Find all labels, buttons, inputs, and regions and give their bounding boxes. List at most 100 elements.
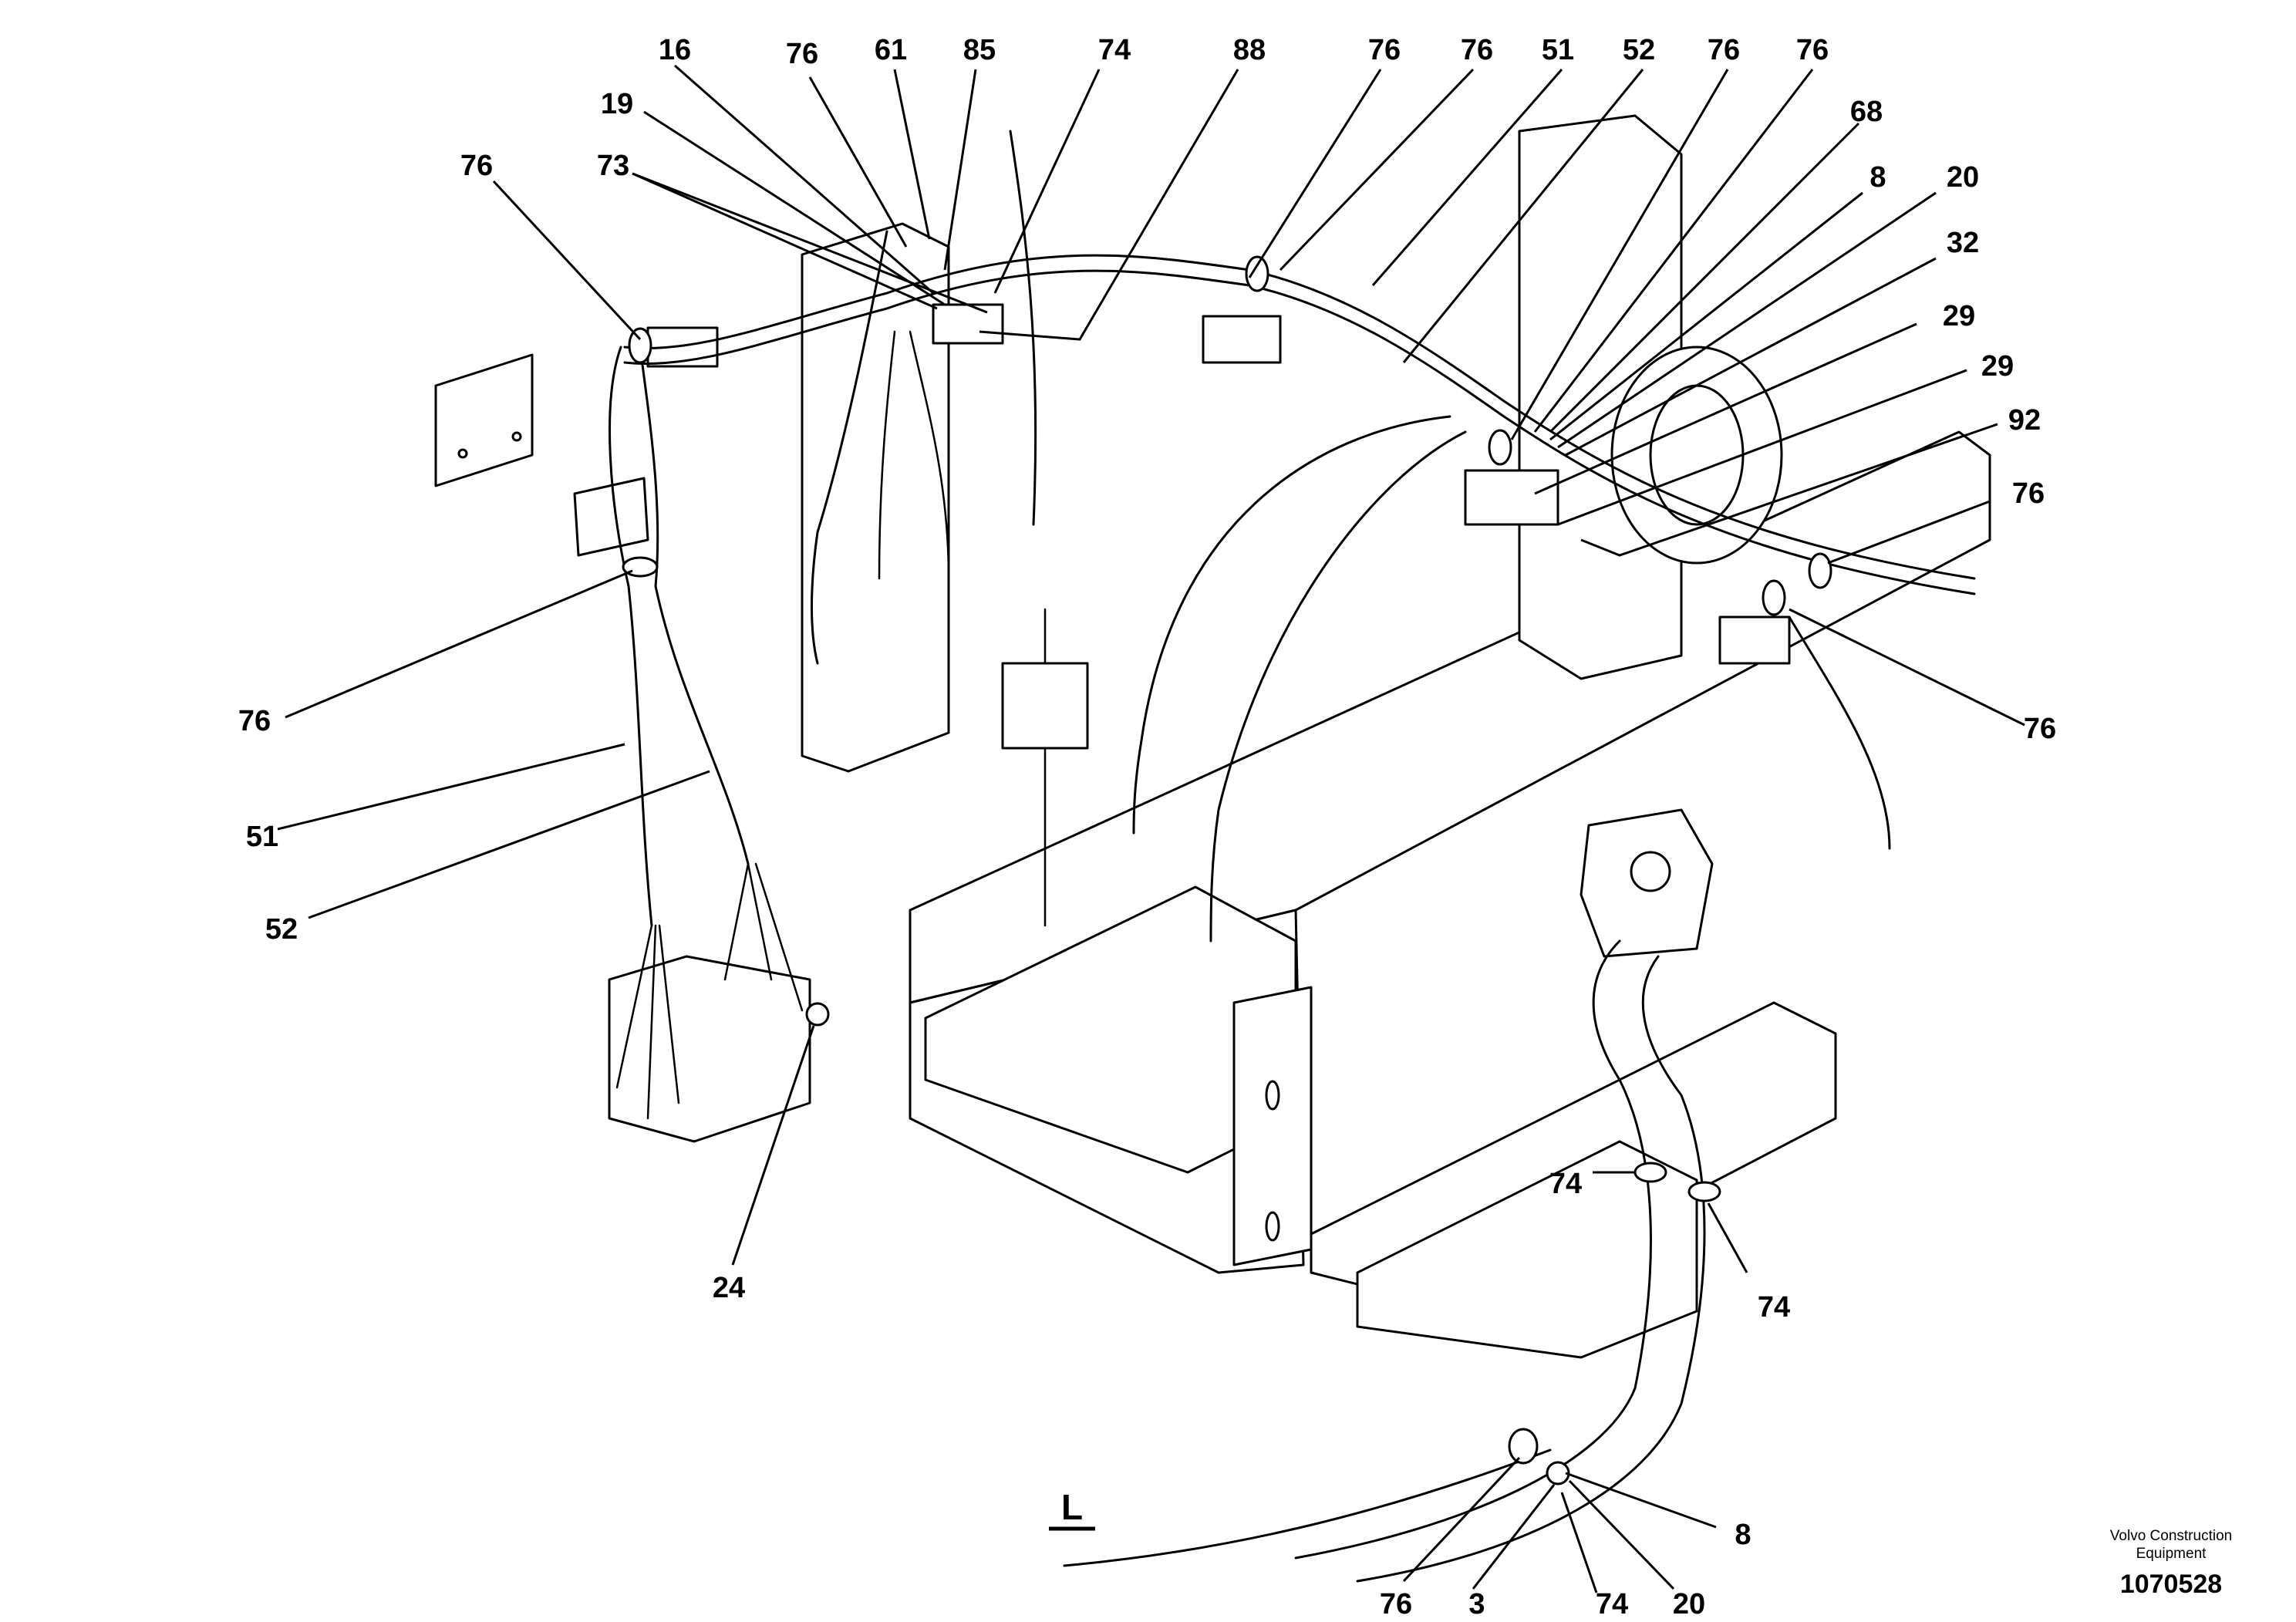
callout-52: 52 [265,913,298,946]
callout-76: 76 [1461,34,1493,66]
callout-32: 32 [1947,227,1979,259]
leader-74a [993,69,1101,294]
cable-tie-76 [1762,579,1786,616]
cable-clamp-right [1464,469,1559,526]
drop-wire [878,330,896,580]
callout-19: 19 [601,88,633,120]
leader-20a [1557,191,1937,449]
callout-76: 76 [238,705,271,737]
leader-61 [893,69,931,240]
cable-clamp-top [932,303,1004,345]
block-hole [457,448,468,459]
callout-74: 74 [1549,1168,1582,1200]
switch-unit [1001,662,1089,750]
cable-52 [639,346,750,865]
leader-24 [731,1025,815,1266]
wire-lead [723,862,750,981]
leader-73a [632,172,938,310]
title-block: Volvo Construction Equipment 1070528 [2110,1528,2232,1599]
leader-76b [1248,69,1382,278]
lower-harness-a [1294,939,1652,1560]
callout-76: 76 [1368,34,1401,66]
leader-8b [1565,1472,1717,1529]
callout-51: 51 [1542,34,1574,66]
leader-29a [1534,322,1917,495]
cable-clamp-right [1718,615,1791,665]
callout-20: 20 [1673,1588,1705,1620]
callout-85: 85 [963,34,996,66]
callout-74: 74 [1758,1291,1790,1324]
wire-lead [658,924,680,1104]
callout-76: 76 [2024,713,2056,745]
leader-76a [808,76,908,248]
callout-29: 29 [1943,300,1975,332]
leader-lines [277,64,2025,1593]
callout-76: 76 [1796,34,1829,66]
drop-cable-88 [1009,130,1037,526]
leader-76j [1402,1456,1521,1583]
cable-tie-76 [1808,552,1832,589]
callout-8: 8 [1735,1519,1751,1551]
valve-knob [1630,851,1671,892]
main-harness-edge [623,269,1976,595]
callout-76: 76 [1380,1588,1412,1620]
leader-74d [1560,1492,1598,1593]
cable-tie-76 [1245,255,1269,292]
callout-labels: 16 76 61 85 74 88 76 76 51 52 76 76 19 6… [238,34,2056,1620]
callout-88: 88 [1233,34,1266,66]
view-letter: L [1061,1487,1083,1527]
leader-76e [1533,69,1814,433]
leader-74c [1707,1202,1748,1273]
block-hole [511,431,522,442]
leader-76d [1510,69,1729,440]
cable-51 [609,346,653,927]
bracket-slot [1265,1211,1280,1242]
leader-76g [1827,500,1991,565]
callout-76: 76 [460,150,493,182]
drop-wire [909,330,950,580]
callout-24: 24 [713,1272,745,1304]
leader-51b [277,743,625,831]
callout-73: 73 [597,150,629,182]
wire-lead [615,924,653,1089]
leader-16 [674,64,934,295]
leader-73b [632,172,988,314]
leader-19 [643,110,946,306]
callout-76: 76 [786,38,818,70]
cable-tie-76 [1508,1428,1539,1465]
cable-tie-76 [1488,429,1512,466]
frame-structure [801,114,1991,1359]
right-harness [1788,615,1891,850]
leader-52a [1402,69,1644,363]
callout-3: 3 [1468,1588,1485,1620]
cable-tie-74 [1687,1181,1721,1202]
components [434,303,1791,1143]
leader-85 [943,69,977,271]
callout-8: 8 [1870,161,1886,194]
callout-76: 76 [2012,477,2045,510]
callout-74: 74 [1596,1588,1628,1620]
leader-68 [1549,122,1860,433]
leader-51a [1371,69,1563,286]
view-label: L [1049,1487,1095,1531]
drop-cable [811,230,888,665]
wiring-harness [609,130,1976,1583]
leader-8a [1549,191,1863,441]
leader-20b [1568,1479,1675,1590]
leader-3 [1472,1484,1556,1590]
document-number: 1070528 [2120,1570,2222,1599]
loop-cable [1209,430,1467,943]
leader-29b [1557,369,1967,526]
callout-74: 74 [1098,34,1131,66]
wire-lead [646,924,657,1120]
wire-lead [747,862,773,981]
leader-76h [1789,608,2025,727]
leader-32 [1565,257,1937,457]
callout-29: 29 [1981,350,2014,383]
leader-76c [1279,68,1475,271]
leader-88 [979,69,1239,341]
cable-tie-74 [1633,1162,1667,1183]
ground-terminal-24 [805,1002,830,1027]
callout-76: 76 [1708,34,1740,66]
